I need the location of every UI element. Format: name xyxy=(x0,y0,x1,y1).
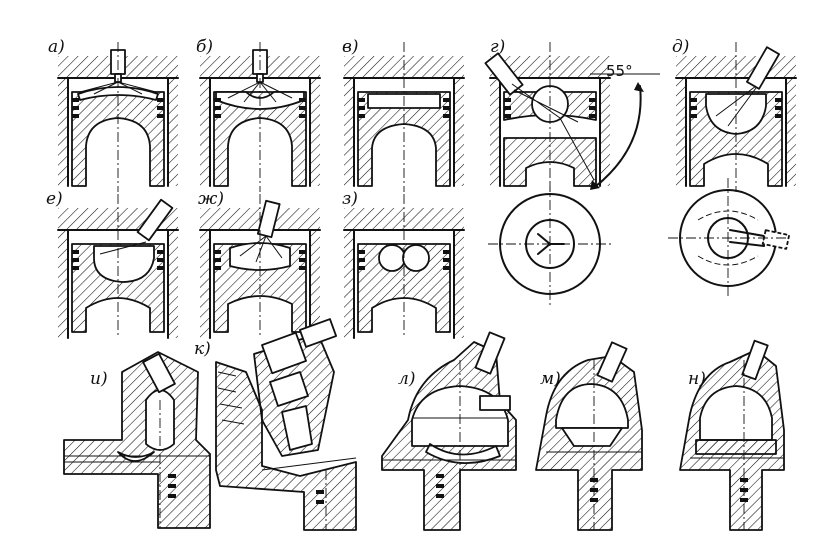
panel-m xyxy=(535,341,643,531)
panel-label-i: и) xyxy=(90,369,108,389)
panel-d-plan-view xyxy=(668,178,791,298)
panel-g xyxy=(484,42,660,192)
panel-zh xyxy=(199,194,321,339)
panel-e xyxy=(57,194,179,339)
panel-z xyxy=(343,194,465,339)
panel-d xyxy=(675,42,797,192)
panel-l xyxy=(381,331,517,531)
angle-annotation: 55° xyxy=(606,62,633,80)
panel-label-d: д) xyxy=(672,37,689,57)
panel-n xyxy=(679,339,785,531)
panel-b xyxy=(199,42,321,192)
panel-label-g: г) xyxy=(490,37,505,57)
panel-g-plan-view xyxy=(488,182,612,306)
panel-label-l: л) xyxy=(398,369,415,389)
panel-a xyxy=(57,42,179,192)
panel-k xyxy=(215,318,357,531)
panel-i xyxy=(63,351,211,529)
panel-label-m: м) xyxy=(540,369,561,389)
panel-label-v: в) xyxy=(342,37,359,57)
panel-v xyxy=(343,42,465,192)
panel-label-z: з) xyxy=(342,189,358,209)
panel-label-a: а) xyxy=(48,37,65,57)
panel-label-zh: ж) xyxy=(198,189,224,209)
panel-label-e: е) xyxy=(46,189,63,209)
panel-label-n: н) xyxy=(688,369,706,389)
panel-label-b: б) xyxy=(196,37,213,57)
panel-label-k: к) xyxy=(194,339,211,359)
